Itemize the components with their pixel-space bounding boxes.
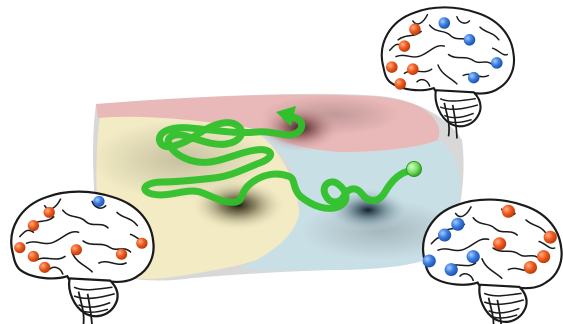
node-red (28, 251, 39, 262)
node-blue (93, 196, 104, 207)
node-red (399, 40, 411, 52)
node-red (524, 261, 537, 274)
node-red (39, 262, 50, 273)
node-blue (464, 34, 476, 46)
node-red (116, 249, 127, 260)
node-red (14, 242, 25, 253)
trajectory-start-dot (407, 162, 422, 177)
node-blue (423, 254, 436, 267)
node-red (44, 207, 55, 218)
brain-bottom-right (423, 200, 562, 324)
node-red (386, 61, 398, 73)
node-blue (451, 218, 464, 231)
node-red (28, 220, 39, 231)
node-red (136, 238, 147, 249)
node-red (409, 24, 421, 36)
node-red (407, 63, 419, 75)
node-blue (468, 72, 480, 84)
node-red (502, 205, 515, 218)
node-blue (491, 57, 503, 69)
node-red (71, 244, 82, 255)
node-red (493, 237, 506, 250)
node-blue (439, 17, 451, 29)
node-red (394, 78, 406, 90)
node-blue (467, 250, 480, 263)
node-red (544, 231, 557, 244)
node-blue (445, 263, 458, 276)
node-red (537, 250, 550, 263)
node-blue (438, 229, 451, 242)
brain-bottom-left (11, 192, 153, 324)
